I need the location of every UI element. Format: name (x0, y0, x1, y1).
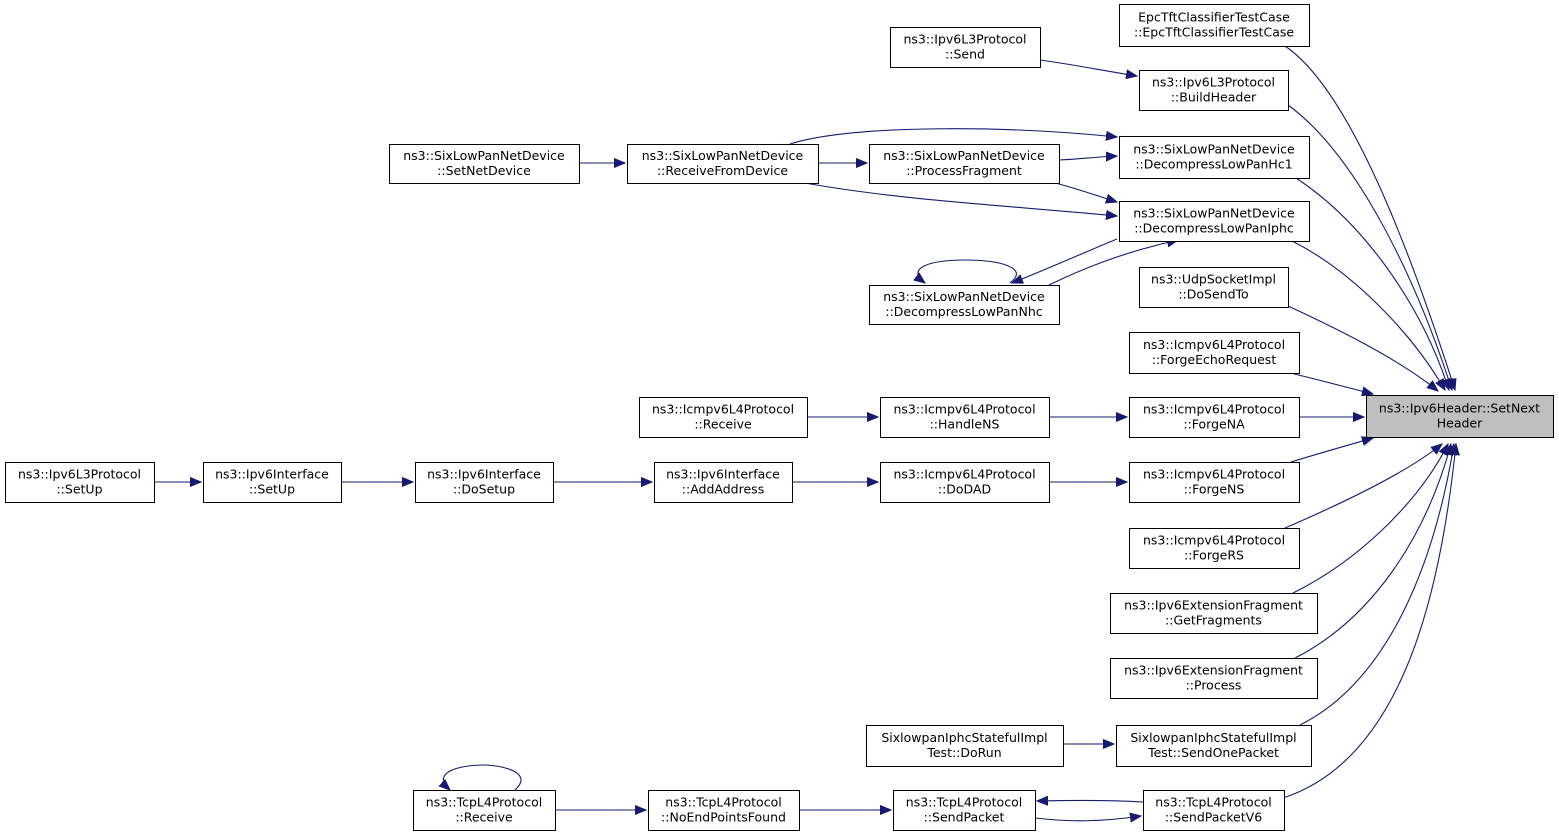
e-forgers-root (1284, 444, 1442, 529)
e-sendpacketv6-root (1282, 444, 1456, 799)
e-processfrag-iphc (1054, 182, 1117, 202)
node-forgens[interactable]: ns3::Icmpv6L4Protocol::ForgeNS (1129, 462, 1300, 503)
node-box[interactable] (203, 462, 342, 503)
e-sendpkt-sendv6 (1034, 816, 1141, 821)
node-addaddress[interactable]: ns3::Ipv6Interface::AddAddress (654, 462, 793, 503)
node-box[interactable] (627, 144, 819, 184)
node-dodad[interactable]: ns3::Icmpv6L4Protocol::DoDAD (880, 462, 1050, 503)
node-box[interactable] (1129, 528, 1300, 569)
node-l3send[interactable]: ns3::Ipv6L3Protocol::Send (890, 27, 1041, 68)
e-forgeecho-root (1293, 373, 1373, 394)
node-decomphc1[interactable]: ns3::SixLowPanNetDevice::DecompressLowPa… (1119, 136, 1310, 179)
node-box[interactable] (654, 462, 793, 503)
node-box[interactable] (1366, 395, 1554, 438)
node-box[interactable] (1139, 70, 1289, 111)
node-fragprocess[interactable]: ns3::Ipv6ExtensionFragment::Process (1110, 658, 1318, 699)
node-forgers[interactable]: ns3::Icmpv6L4Protocol::ForgeRS (1129, 528, 1300, 569)
node-box[interactable] (1119, 201, 1310, 242)
e-fragprocess-root (1294, 444, 1451, 659)
e-sendv6-sendpkt (1037, 800, 1144, 802)
node-sendonepacket[interactable]: SixlowpanIphcStatefulImplTest::SendOnePa… (1116, 725, 1312, 767)
node-udpdosendto[interactable]: ns3::UdpSocketImpl::DoSendTo (1139, 267, 1289, 308)
e-recv-iphc (804, 182, 1117, 216)
e-udpdosendto-root (1287, 305, 1438, 391)
node-box[interactable] (1119, 4, 1310, 47)
e-epctft-root (1284, 45, 1455, 390)
e-processfrag-hc1 (1058, 156, 1117, 160)
node-sendpacketv6[interactable]: ns3::TcpL4Protocol::SendPacketV6 (1143, 790, 1285, 831)
node-icmpreceive[interactable]: ns3::Icmpv6L4Protocol::Receive (639, 397, 808, 438)
node-box[interactable] (869, 285, 1060, 325)
node-setnetdevice[interactable]: ns3::SixLowPanNetDevice::SetNetDevice (389, 144, 580, 184)
e-forgens-root (1290, 438, 1373, 463)
node-l3setup[interactable]: ns3::Ipv6L3Protocol::SetUp (5, 462, 155, 503)
node-box[interactable] (1116, 725, 1312, 767)
e-tcprecv-self (443, 764, 522, 790)
node-buildheader[interactable]: ns3::Ipv6L3Protocol::BuildHeader (1139, 70, 1289, 111)
node-epctft[interactable]: EpcTftClassifierTestCase::EpcTftClassifi… (1119, 4, 1310, 47)
node-forgeecho[interactable]: ns3::Icmpv6L4Protocol::ForgeEchoRequest (1129, 332, 1300, 374)
edges (154, 45, 1456, 821)
node-box[interactable] (1129, 332, 1300, 374)
node-box[interactable] (880, 462, 1050, 503)
e-l3send-buildheader (1039, 59, 1137, 76)
node-processfragment[interactable]: ns3::SixLowPanNetDevice::ProcessFragment (869, 144, 1060, 184)
node-receivefromdevice[interactable]: ns3::SixLowPanNetDevice::ReceiveFromDevi… (627, 144, 819, 184)
e-buildheader-root (1287, 104, 1452, 390)
node-tcpreceive[interactable]: ns3::TcpL4Protocol::Receive (413, 790, 556, 831)
node-getfragments[interactable]: ns3::Ipv6ExtensionFragment::GetFragments (1110, 593, 1318, 634)
e-getfragments-root (1292, 444, 1448, 594)
node-sendpacket[interactable]: ns3::TcpL4Protocol::SendPacket (893, 790, 1036, 831)
e-nhc-self (918, 259, 1017, 283)
node-box[interactable] (413, 790, 556, 831)
e-sendonepacket-root (1299, 444, 1454, 726)
node-box[interactable] (866, 725, 1064, 767)
e-decomphc1-root (1295, 177, 1449, 390)
e-recv-hc1 (789, 128, 1117, 145)
node-box[interactable] (1110, 593, 1318, 634)
node-decompnhc[interactable]: ns3::SixLowPanNetDevice::DecompressLowPa… (869, 285, 1060, 325)
node-box[interactable] (1139, 267, 1289, 308)
node-box[interactable] (639, 397, 808, 438)
node-ifsetup[interactable]: ns3::Ipv6Interface::SetUp (203, 462, 342, 503)
node-box[interactable] (890, 27, 1041, 68)
node-box[interactable] (648, 790, 800, 831)
node-box[interactable] (880, 397, 1050, 438)
node-box[interactable] (1129, 462, 1300, 503)
node-box[interactable] (415, 462, 554, 503)
node-box[interactable] (1129, 397, 1300, 438)
node-ifdosetup[interactable]: ns3::Ipv6Interface::DoSetup (415, 462, 554, 503)
e-decompiphc-root (1291, 240, 1445, 390)
node-noendpoints[interactable]: ns3::TcpL4Protocol::NoEndPointsFound (648, 790, 800, 831)
e-iphc-nhc (1012, 238, 1118, 283)
node-box[interactable] (389, 144, 580, 184)
node-box[interactable] (5, 462, 155, 503)
node-forgena[interactable]: ns3::Icmpv6L4Protocol::ForgeNA (1129, 397, 1300, 438)
node-handlens[interactable]: ns3::Icmpv6L4Protocol::HandleNS (880, 397, 1050, 438)
node-box[interactable] (869, 144, 1060, 184)
node-decompiphc[interactable]: ns3::SixLowPanNetDevice::DecompressLowPa… (1119, 201, 1310, 242)
node-box[interactable] (893, 790, 1036, 831)
node-box[interactable] (1119, 136, 1310, 179)
node-box[interactable] (1110, 658, 1318, 699)
node-box[interactable] (1143, 790, 1285, 831)
e-nhc-iphc (1048, 240, 1178, 286)
